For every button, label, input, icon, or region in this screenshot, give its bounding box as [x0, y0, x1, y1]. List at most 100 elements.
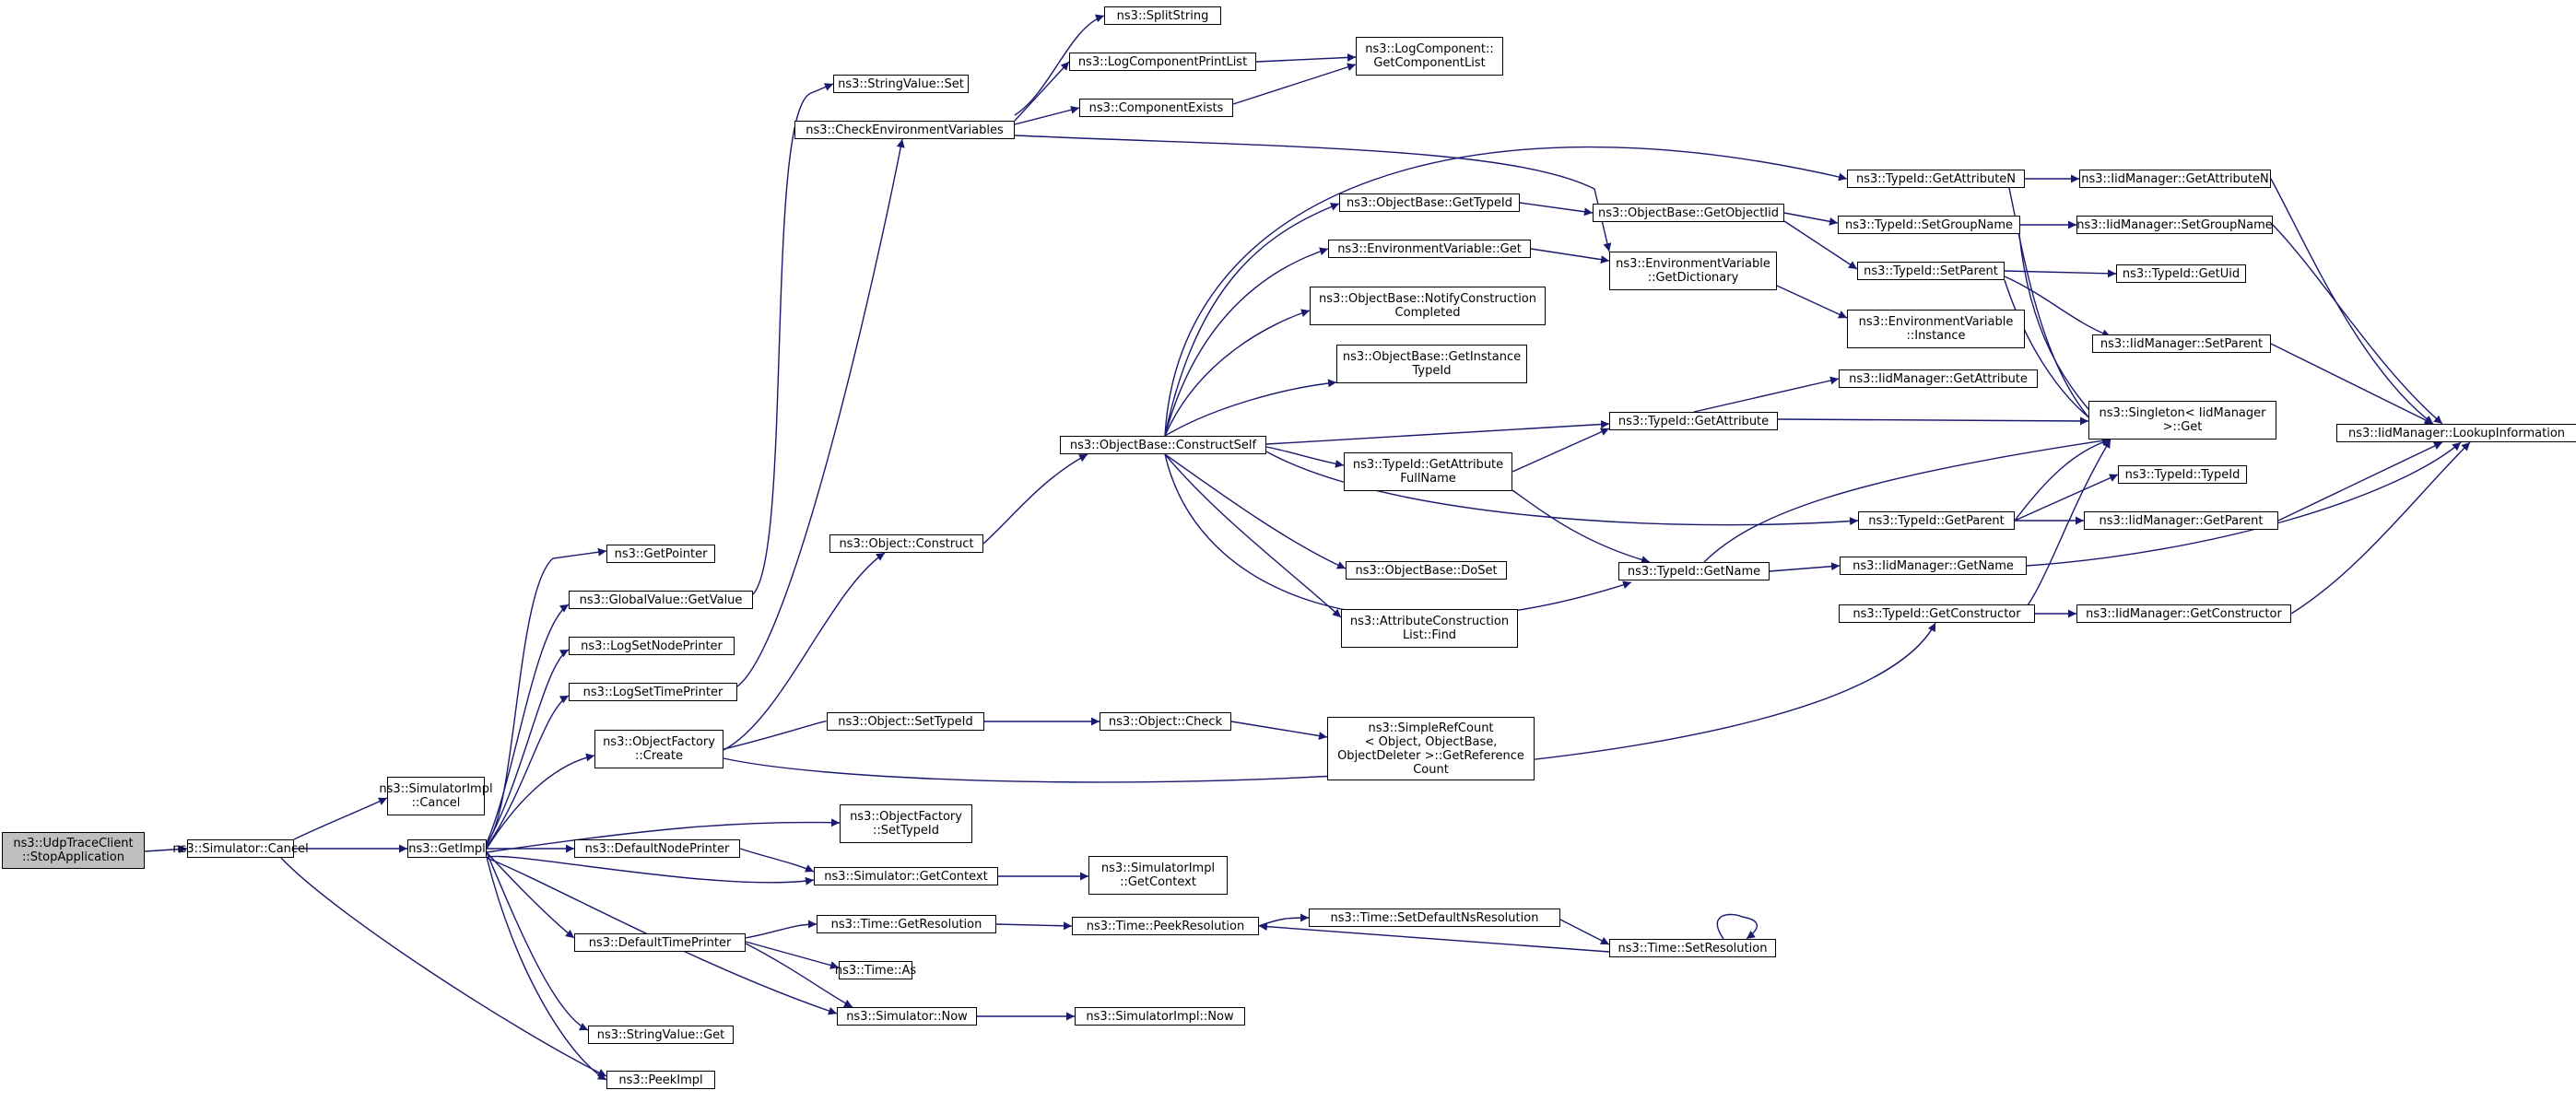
- graph-node-label: ns3::IidManager::LookupInformation: [2347, 426, 2566, 440]
- graph-node[interactable]: ns3::Time::SetResolution: [1609, 939, 1776, 957]
- graph-node[interactable]: ns3::Singleton< IidManager>::Get: [2088, 401, 2276, 440]
- graph-node[interactable]: ns3::PeekImpl: [606, 1071, 715, 1089]
- graph-node[interactable]: ns3::ObjectBase::GetObjectIid: [1593, 204, 1784, 222]
- graph-node-label: ns3::EnvironmentVariable::Get: [1337, 241, 1522, 256]
- graph-node[interactable]: ns3::Time::GetResolution: [817, 915, 996, 933]
- graph-node[interactable]: ns3::EnvironmentVariable::GetDictionary: [1609, 252, 1777, 290]
- graph-node[interactable]: ns3::ObjectBase::DoSet: [1346, 561, 1507, 580]
- call-edge: [736, 138, 905, 687]
- graph-node-label: ns3::CheckEnvironmentVariables: [806, 123, 1004, 137]
- call-edge: [1230, 721, 1328, 740]
- call-edge: [486, 753, 595, 850]
- call-edge: [1164, 309, 1311, 437]
- call-edge: [486, 649, 570, 846]
- call-edge: [1232, 63, 1357, 105]
- graph-node[interactable]: ns3::CheckEnvironmentVariables: [794, 121, 1015, 139]
- graph-node-label: ns3::TypeId::GetName: [1627, 564, 1761, 579]
- graph-node[interactable]: ns3::EnvironmentVariable::Instance: [1847, 310, 2025, 348]
- graph-node[interactable]: ns3::TypeId::GetAttribute: [1609, 412, 1778, 430]
- graph-node-label: ns3::Time::SetResolution: [1617, 941, 1768, 955]
- graph-node[interactable]: ns3::UdpTraceClient::StopApplication: [2, 832, 145, 869]
- graph-node[interactable]: ns3::TypeId::SetParent: [1857, 262, 2005, 280]
- graph-node[interactable]: ns3::StringValue::Get: [588, 1026, 734, 1044]
- call-edge: [1164, 146, 1848, 437]
- graph-node[interactable]: ns3::Time::SetDefaultNsResolution: [1309, 909, 1560, 927]
- graph-node[interactable]: ns3::TypeId::GetParent: [1858, 511, 2015, 530]
- graph-node-label: >::Get: [2162, 420, 2203, 434]
- graph-node[interactable]: ns3::ObjectFactory::Create: [594, 730, 723, 768]
- graph-node[interactable]: ns3::EnvironmentVariable::Get: [1328, 240, 1531, 258]
- graph-node[interactable]: ns3::GetPointer: [606, 545, 715, 563]
- call-edge: [1511, 489, 1651, 564]
- call-edge: [486, 695, 570, 848]
- graph-node[interactable]: ns3::StringValue::Set: [833, 75, 969, 93]
- graph-node[interactable]: ns3::ObjectFactory::SetTypeId: [840, 804, 972, 843]
- graph-node[interactable]: ns3::Simulator::Now: [837, 1007, 977, 1026]
- graph-node[interactable]: ns3::IidManager::SetParent: [2092, 334, 2271, 353]
- graph-node[interactable]: ns3::IidManager::GetName: [1840, 557, 2027, 575]
- graph-node-label: ns3::ObjectBase::ConstructSelf: [1069, 438, 1257, 452]
- call-edge: [486, 856, 607, 1081]
- call-edge: [1014, 135, 1612, 252]
- graph-node[interactable]: ns3::IidManager::GetParent: [2084, 511, 2278, 530]
- call-edge: [1777, 416, 2089, 426]
- call-edge: [1014, 105, 1080, 125]
- call-edge: [486, 851, 575, 939]
- graph-node-label: ns3::Simulator::Now: [846, 1009, 968, 1024]
- graph-node[interactable]: ns3::DefaultNodePrinter: [574, 839, 740, 858]
- graph-node[interactable]: ns3::SimulatorImpl::GetContext: [1088, 856, 1228, 895]
- graph-node[interactable]: ns3::TypeId::SetGroupName: [1838, 216, 2020, 234]
- graph-node-label: ns3::ObjectBase::DoSet: [1355, 563, 1498, 578]
- graph-node[interactable]: ns3::IidManager::GetConstructor: [2076, 604, 2291, 623]
- call-edge: [1265, 451, 1859, 526]
- graph-node[interactable]: ns3::LogComponent::GetComponentList: [1356, 37, 1503, 76]
- graph-node[interactable]: ns3::LogSetTimePrinter: [569, 683, 737, 701]
- graph-node[interactable]: ns3::LogComponentPrintList: [1069, 53, 1256, 71]
- graph-node[interactable]: ns3::LogSetNodePrinter: [569, 637, 735, 655]
- graph-node[interactable]: ns3::Time::PeekResolution: [1072, 917, 1259, 935]
- call-edge: [1559, 919, 1610, 945]
- graph-node-label: ns3::ObjectBase::GetTypeId: [1347, 195, 1512, 210]
- graph-node[interactable]: ns3::TypeId::GetUid: [2116, 264, 2246, 283]
- call-edge: [2272, 224, 2443, 425]
- graph-node[interactable]: ns3::Object::Check: [1100, 712, 1231, 731]
- graph-node[interactable]: ns3::Simulator::Cancel: [172, 839, 309, 858]
- graph-node[interactable]: ns3::TypeId::GetConstructor: [1839, 604, 2035, 623]
- graph-node[interactable]: ns3::SimulatorImpl::Cancel: [379, 777, 493, 815]
- graph-node[interactable]: ns3::TypeId::TypeId: [2118, 465, 2247, 484]
- graph-node[interactable]: ns3::IidManager::LookupInformation: [2336, 424, 2576, 442]
- graph-node[interactable]: ns3::ObjectBase::GetTypeId: [1339, 193, 1520, 212]
- graph-node-label: ns3::LogComponentPrintList: [1077, 54, 1248, 69]
- graph-node[interactable]: ns3::DefaultTimePrinter: [574, 933, 746, 952]
- graph-node-label: ns3::IidManager::GetConstructor: [2086, 606, 2282, 621]
- graph-node[interactable]: ns3::IidManager::GetAttributeN: [2079, 170, 2271, 188]
- graph-node[interactable]: ns3::GetImpl: [407, 839, 487, 858]
- graph-node[interactable]: ns3::TypeId::GetName: [1618, 562, 1770, 580]
- graph-node[interactable]: ns3::SimulatorImpl::Now: [1075, 1007, 1245, 1026]
- graph-node[interactable]: ns3::IidManager::SetGroupName: [2076, 216, 2273, 234]
- call-edge: [1164, 247, 1329, 437]
- call-edge: [2270, 178, 2434, 425]
- graph-node[interactable]: ns3::SplitString: [1104, 6, 1221, 25]
- graph-node-label: ns3::SimulatorImpl: [379, 782, 493, 796]
- graph-node-label: ns3::IidManager::SetGroupName: [2076, 217, 2273, 232]
- graph-node[interactable]: ns3::GlobalValue::GetValue: [569, 591, 753, 609]
- graph-node-label: ns3::TypeId::GetAttribute: [1617, 414, 1770, 428]
- graph-node[interactable]: ns3::Object::Construct: [829, 534, 983, 553]
- graph-node[interactable]: ns3::ComponentExists: [1079, 99, 1233, 117]
- graph-node[interactable]: ns3::Object::SetTypeId: [827, 712, 984, 731]
- graph-node-label: GetComponentList: [1373, 56, 1486, 70]
- graph-node[interactable]: ns3::IidManager::GetAttribute: [1839, 369, 2038, 388]
- graph-node[interactable]: ns3::Time::As: [835, 961, 916, 979]
- graph-node[interactable]: ns3::Simulator::GetContext: [814, 867, 998, 885]
- graph-node-label: ns3::LogComponent::: [1365, 42, 1494, 56]
- graph-node[interactable]: ns3::TypeId::GetAttributeN: [1847, 170, 2025, 188]
- graph-node[interactable]: ns3::ObjectBase::ConstructSelf: [1060, 436, 1266, 454]
- call-edge: [2014, 438, 2111, 522]
- graph-node[interactable]: ns3::SimpleRefCount< Object, ObjectBase,…: [1327, 717, 1535, 780]
- call-edge: [1258, 922, 1610, 953]
